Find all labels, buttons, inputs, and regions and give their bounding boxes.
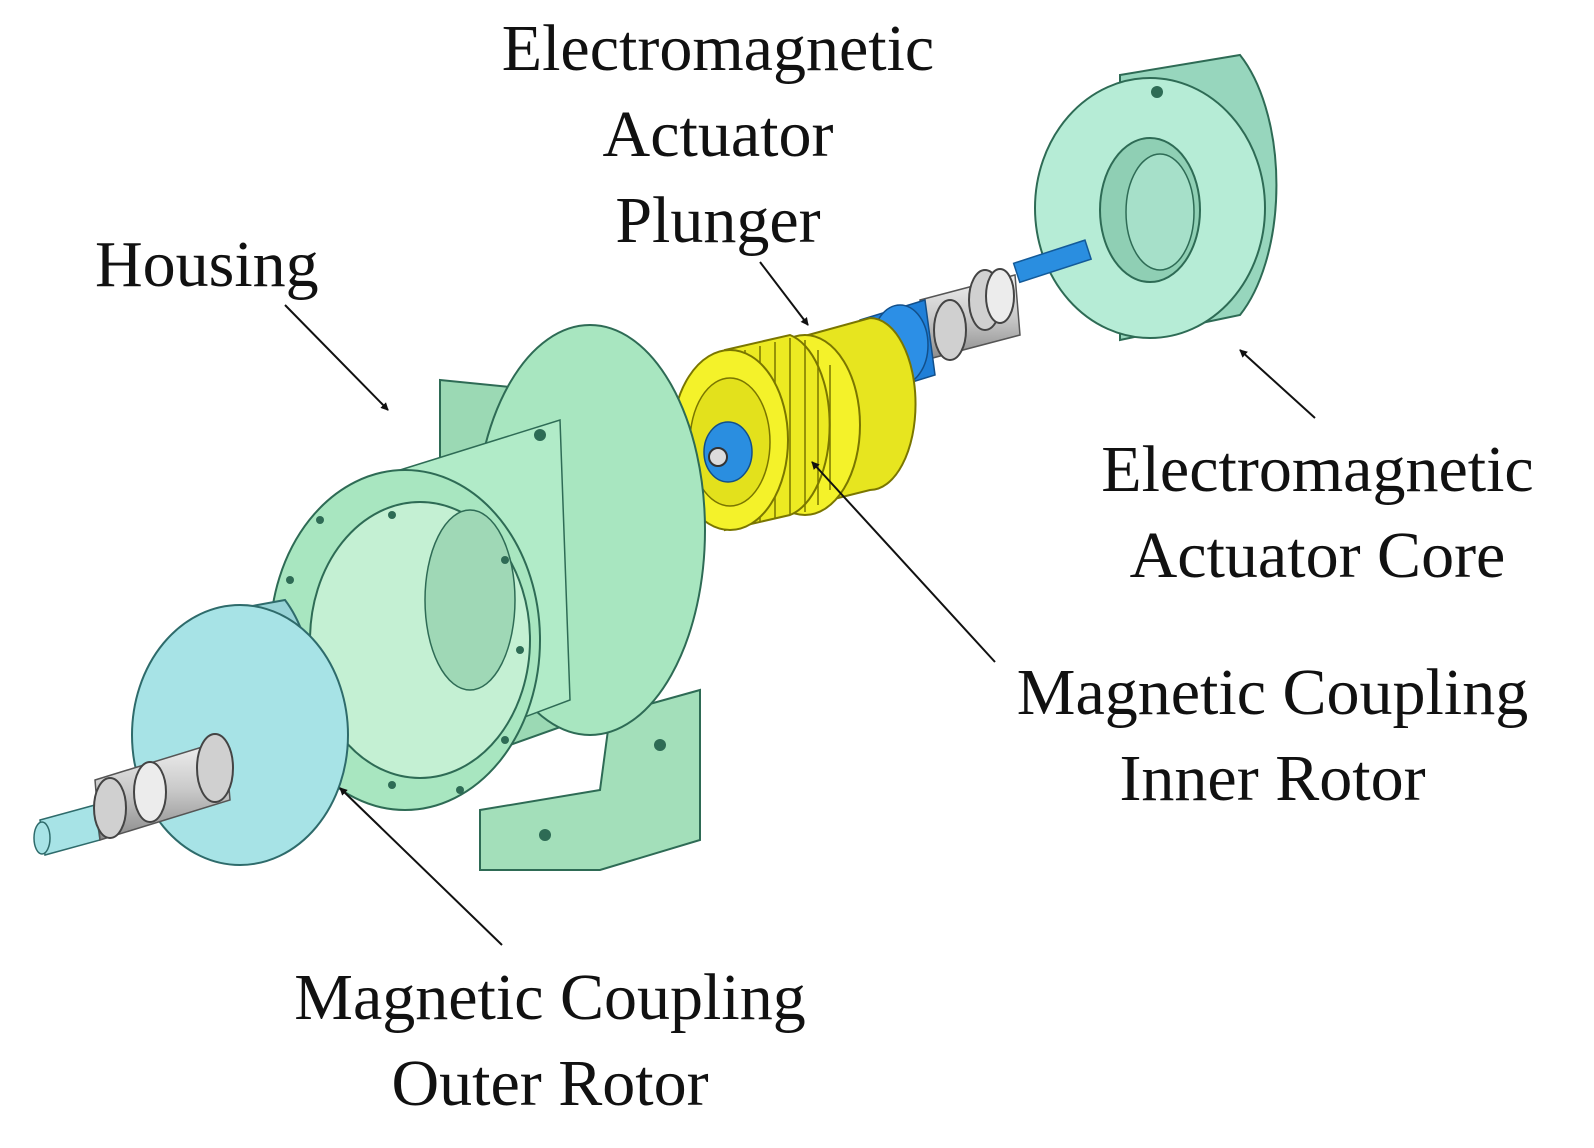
plunger-label: Electromagnetic Actuator Plunger <box>501 12 935 257</box>
housing-label: Housing <box>95 228 319 301</box>
outer-rotor-arrow <box>339 787 503 946</box>
actuator-core <box>1034 53 1278 342</box>
outer-shaft-assembly <box>33 733 234 856</box>
inner-rotor-label: Magnetic Coupling Inner Rotor <box>1016 656 1529 815</box>
housing <box>269 324 706 871</box>
inner-rotor-arrow <box>811 461 996 663</box>
leader-arrows <box>284 261 1316 946</box>
core-label: Electromagnetic Actuator Core <box>1101 433 1534 592</box>
core-arrow <box>1239 349 1316 419</box>
outer-rotor-label: Magnetic Coupling Outer Rotor <box>294 961 806 1120</box>
housing-arrow <box>284 304 389 411</box>
plunger-arrow <box>759 261 809 326</box>
